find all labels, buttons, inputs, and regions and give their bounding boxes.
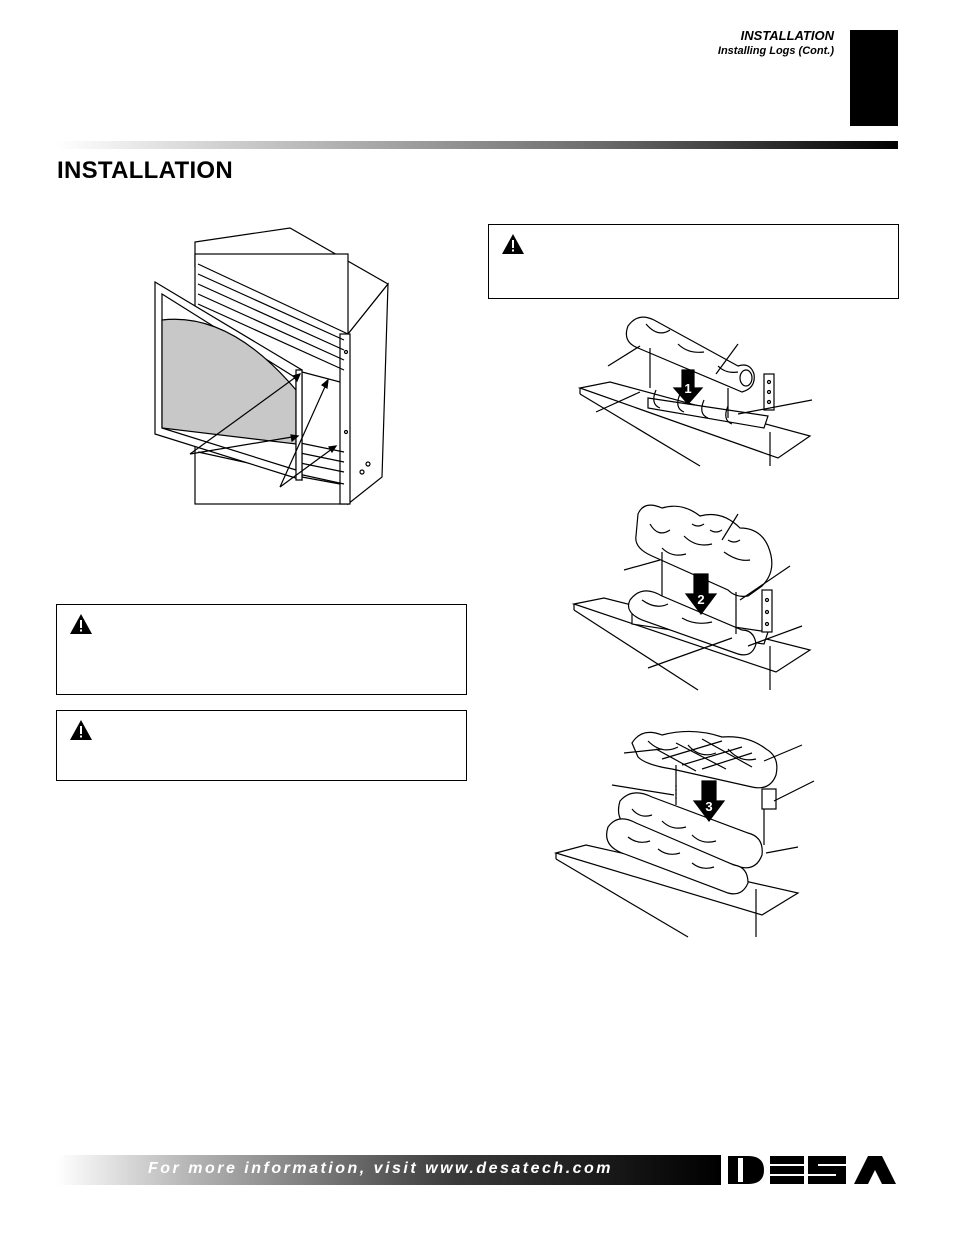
desa-logo: [728, 1156, 896, 1184]
log-step-number-1: 1: [684, 381, 691, 396]
warning-box-screen: [56, 604, 467, 695]
warning-icon: [70, 614, 92, 634]
warning-icon: [502, 234, 524, 254]
header-rule: [57, 141, 898, 149]
page-tab-marker: [850, 30, 898, 126]
log-step-3-figure: 3: [553, 730, 815, 938]
footer-bar: [57, 1155, 721, 1185]
log-step-2-figure: 2: [571, 504, 812, 691]
warning-box-glass: [56, 710, 467, 781]
footer-website-link[interactable]: For more information, visit www.desatech…: [148, 1160, 614, 1177]
header-section-title: INSTALLATION: [740, 28, 834, 43]
fireplace-figure: [154, 227, 389, 506]
warning-box-logs: [488, 224, 899, 299]
log-step-number-2: 2: [697, 592, 704, 607]
page-title: INSTALLATION: [57, 157, 234, 184]
log-step-1-figure: 1: [577, 316, 813, 467]
log-step-number-3: 3: [705, 799, 712, 814]
header-subsection-title: Installing Logs (Cont.): [717, 45, 834, 57]
warning-icon: [70, 720, 92, 740]
